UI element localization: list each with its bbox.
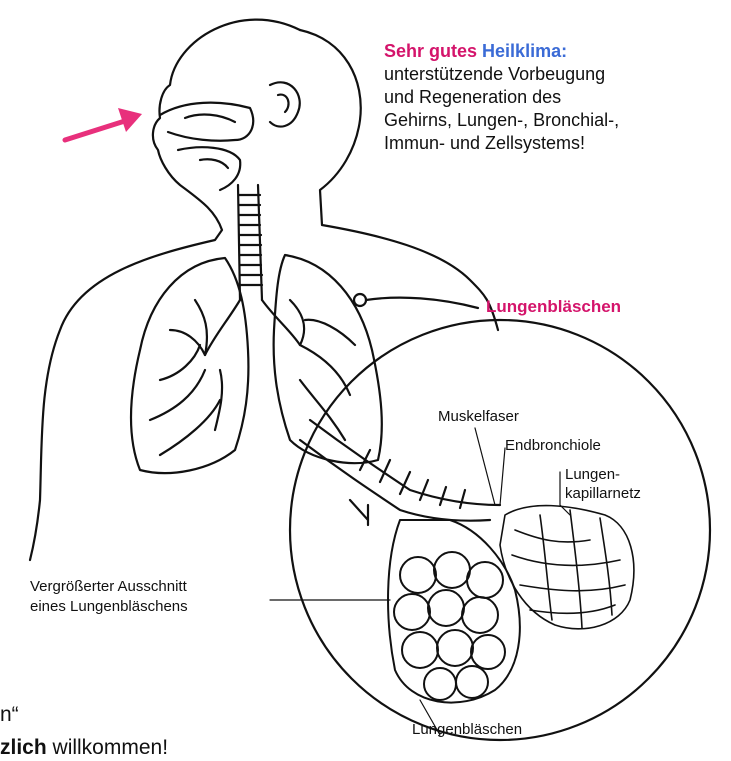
pink-arrow <box>65 108 142 140</box>
trachea <box>238 185 262 300</box>
label-lungen: Lungen- <box>565 466 620 484</box>
label-vergroesserter: Vergrößerter Ausschnitt <box>30 578 187 596</box>
heading-heilklima: Heilklima: <box>482 41 567 61</box>
label-kapillarnetz: kapillarnetz <box>565 485 641 503</box>
heading-line-1: unterstützende Vorbeugung <box>384 63 619 86</box>
bottom-line-1: n“ <box>0 702 19 728</box>
label-lungenblaeschen-pink: Lungenbläschen <box>486 297 621 317</box>
bottom-rest: willkommen! <box>47 736 168 759</box>
magnified-circle <box>290 320 710 740</box>
label-lungenblaeschen-bottom: Lungenbläschen <box>412 721 522 739</box>
capillary-network <box>500 506 634 629</box>
heading-line-4: Immun- und Zellsystems! <box>384 132 619 155</box>
left-lung <box>131 258 248 473</box>
label-muskelfaser: Muskelfaser <box>438 408 519 426</box>
heilklima-text: Sehr gutes Heilklima: unterstützende Vor… <box>384 40 619 155</box>
callout-line-lungen <box>366 298 478 308</box>
label-eines: eines Lungenbläschens <box>30 598 188 616</box>
bottom-line-2: zlich willkommen! <box>0 735 168 761</box>
label-endbronchiole: Endbronchiole <box>505 437 601 455</box>
nasal-cavity <box>160 103 253 141</box>
heading-line-2: und Regeneration des <box>384 86 619 109</box>
bottom-bold: zlich <box>0 736 47 759</box>
body-outline <box>30 20 300 560</box>
ear <box>270 82 300 126</box>
heading-line-3: Gehirns, Lungen-, Bronchial-, <box>384 109 619 132</box>
heading-sehr-gutes: Sehr gutes <box>384 41 477 61</box>
